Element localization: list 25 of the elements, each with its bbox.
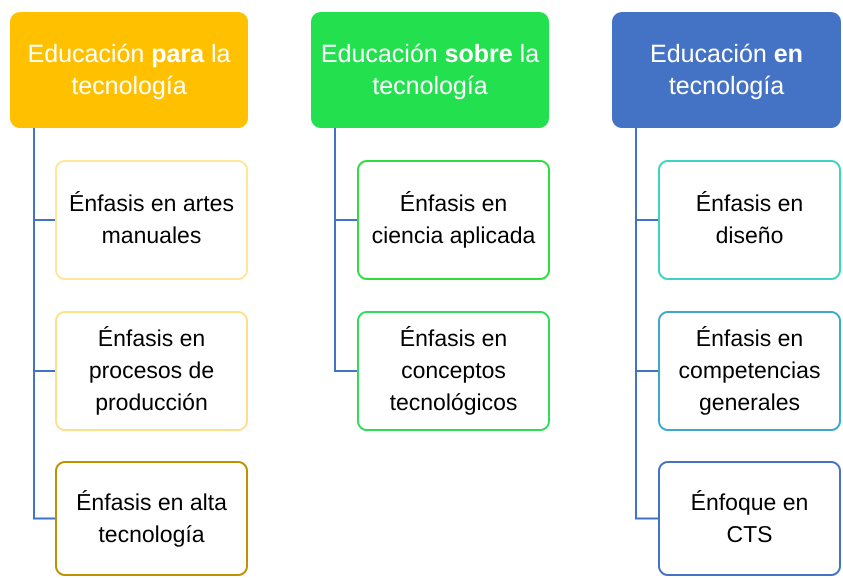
box-text: Énfasis en procesos de producción [88, 324, 216, 417]
connector-line [33, 128, 55, 520]
box-text: Énfasis en conceptos tecnológicos [388, 324, 518, 417]
topic-box [357, 160, 550, 280]
box-text: Énfasis en alta tecnología [75, 488, 228, 549]
box-text: Énfasis en artes manuales [68, 189, 235, 250]
box-text: Educación sobre la tecnología [320, 38, 540, 102]
topic-box [55, 311, 248, 431]
topic-box [55, 160, 248, 280]
box-text: Énfoque en CTS [690, 488, 810, 548]
connector-line [635, 128, 658, 520]
box-text: Énfasis en ciencia aplicada [370, 189, 536, 250]
category-header [311, 12, 549, 128]
topic-box [658, 160, 841, 280]
box-text: Énfasis en competencias generales [678, 324, 822, 417]
topic-box [55, 461, 248, 576]
box-text: Educación en tecnología [649, 38, 804, 102]
category-header [10, 12, 248, 128]
topic-box [658, 461, 841, 576]
box-text: Énfasis en diseño [694, 189, 804, 250]
box-text: Educación para la tecnología [26, 38, 232, 102]
topic-box [357, 311, 550, 431]
topic-box [658, 311, 841, 431]
category-header [612, 12, 841, 128]
connector-line [334, 128, 357, 372]
